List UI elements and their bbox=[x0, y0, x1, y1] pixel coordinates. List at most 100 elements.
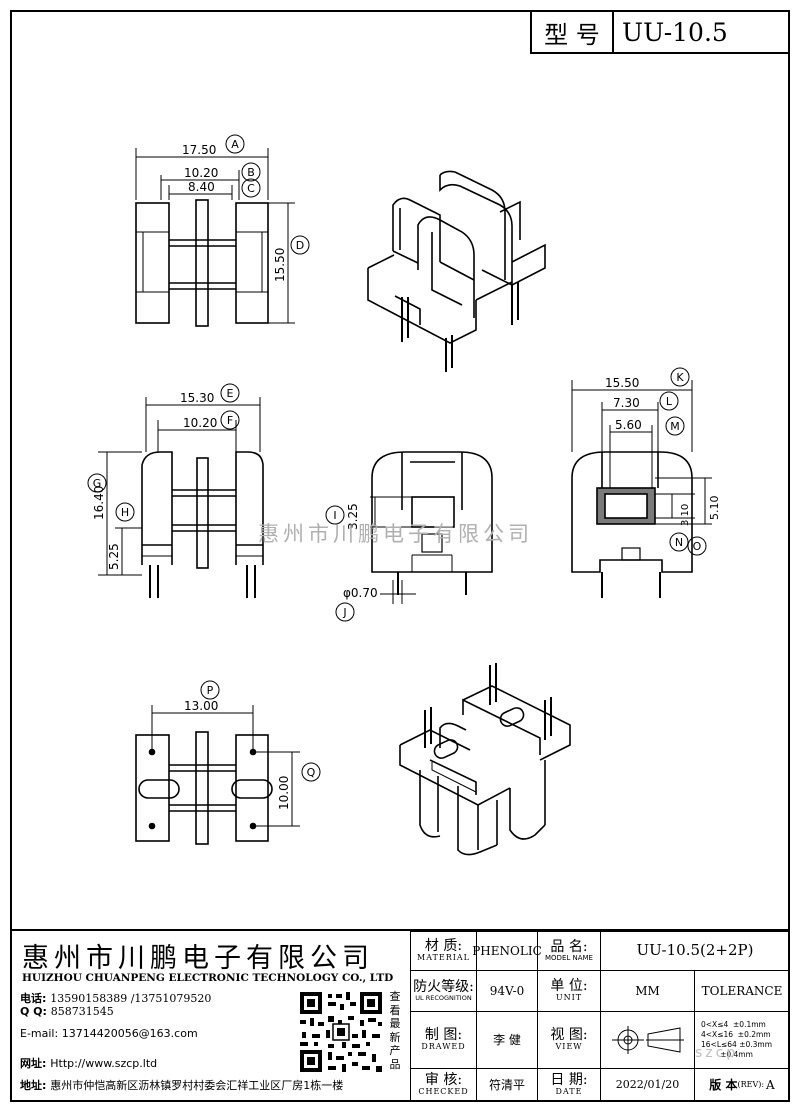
address-label: 地址: bbox=[20, 1079, 47, 1092]
qq-value: 858731545 bbox=[50, 1005, 114, 1018]
view-end bbox=[571, 451, 693, 598]
fire-label-cn: 防火等级: bbox=[413, 979, 474, 996]
drawn-value: 李 健 bbox=[493, 1032, 521, 1047]
dim-l-letter: L bbox=[666, 395, 673, 408]
dim-p-value: 13.00 bbox=[184, 699, 218, 713]
partname-label-cn: 品 名: bbox=[550, 938, 588, 955]
revision-small: (REV): bbox=[737, 1079, 765, 1089]
dim-k-value: 15.50 bbox=[605, 376, 639, 390]
dim-e-value: 15.30 bbox=[180, 391, 214, 405]
date-value-cell: 2022/01/20 bbox=[600, 1068, 695, 1102]
fire-label-cell: 防火等级: UL RECOGNITION bbox=[410, 970, 477, 1012]
dim-h-letter: H bbox=[121, 506, 129, 519]
fire-label-en: UL RECOGNITION bbox=[415, 993, 472, 1002]
unit-value-cell: MM bbox=[600, 970, 695, 1012]
tolerance-row: ±0.4mm bbox=[701, 1050, 753, 1060]
tolerance-label: TOLERANCE bbox=[701, 983, 783, 998]
partname-label-cell: 品 名: MODEL NAME bbox=[537, 931, 601, 971]
tolerance-label-cell: TOLERANCE bbox=[694, 970, 790, 1012]
web-value[interactable]: Http://www.szcp.ltd bbox=[50, 1057, 158, 1070]
revision-label: 版 本 bbox=[709, 1077, 738, 1092]
dim-b-value: 10.20 bbox=[184, 166, 218, 180]
partname-value: UU-10.5(2+2P) bbox=[636, 941, 754, 960]
check-label-cell: 审 核: CHECKED bbox=[410, 1068, 477, 1102]
dim-q-letter: Q bbox=[307, 766, 316, 779]
dim-m-value: 5.60 bbox=[615, 418, 642, 432]
qr-caption-char: 新 bbox=[389, 1030, 401, 1044]
dim-k-letter: K bbox=[676, 371, 684, 384]
address-value: 惠州市仲恺高新区沥林镇罗村村委会汇祥工业区厂房1栋一楼 bbox=[50, 1079, 344, 1092]
check-label-en: CHECKED bbox=[418, 1087, 469, 1097]
date-label-cn: 日 期: bbox=[550, 1072, 588, 1089]
view-top bbox=[135, 199, 269, 327]
unit-label-cn: 单 位: bbox=[550, 978, 588, 995]
first-angle-projection-icon bbox=[611, 1026, 684, 1054]
drawn-label-cell: 制 图: DRAWED bbox=[410, 1011, 477, 1069]
material-value-cell: PHENOLIC bbox=[472, 931, 542, 971]
date-label-en: DATE bbox=[555, 1087, 583, 1097]
view-label-cell: 视 图: VIEW bbox=[537, 1011, 601, 1069]
dim-o-letter: O bbox=[693, 540, 702, 553]
view-label-cn: 视 图: bbox=[550, 1027, 588, 1044]
model-label: 型 号 bbox=[544, 20, 600, 49]
check-value-cell: 符清平 bbox=[476, 1068, 538, 1102]
dim-g-letter: G bbox=[93, 477, 102, 490]
material-label-cn: 材 质: bbox=[424, 938, 463, 955]
qq-label: Q Q: bbox=[20, 1005, 47, 1018]
check-label-cn: 审 核: bbox=[424, 1072, 463, 1089]
dim-j-letter: J bbox=[342, 606, 346, 619]
dim-o-value: 5.10 bbox=[708, 496, 721, 521]
dim-f-value: 10.20 bbox=[183, 416, 217, 430]
unit-label-cell: 单 位: UNIT bbox=[537, 970, 601, 1012]
web-label: 网址: bbox=[20, 1057, 47, 1070]
model-label-cell: 型 号 bbox=[530, 10, 614, 54]
dim-n-value: 3.10 bbox=[680, 504, 691, 526]
dim-a-letter: A bbox=[231, 138, 239, 151]
dim-d-letter: D bbox=[296, 239, 304, 252]
dim-e-letter: E bbox=[227, 387, 234, 400]
partname-value-cell: UU-10.5(2+2P) bbox=[600, 931, 790, 971]
tolerance-row: 4<X≤16 ±0.2mm bbox=[701, 1029, 771, 1039]
dim-p-letter: P bbox=[207, 684, 214, 697]
footer-divider bbox=[10, 929, 790, 931]
dim-j-value: φ0.70 bbox=[343, 586, 378, 600]
material-label-cell: 材 质: MATERIAL bbox=[410, 931, 477, 971]
drawing-sheet-border bbox=[10, 10, 790, 1102]
dim-n-letter: N bbox=[675, 536, 683, 549]
drawn-label-cn: 制 图: bbox=[424, 1027, 463, 1044]
dim-h-value: 5.25 bbox=[107, 543, 121, 570]
tolerance-row: 16<L≤64 ±0.3mm bbox=[701, 1040, 773, 1049]
dim-b-letter: B bbox=[247, 166, 255, 179]
email-label: E-mail: bbox=[20, 1027, 59, 1040]
material-value: PHENOLIC bbox=[472, 943, 542, 958]
drawn-value-cell: 李 健 bbox=[476, 1011, 538, 1069]
footer-watermark: szcp bbox=[695, 1045, 739, 1061]
partname-label-en: MODEL NAME bbox=[545, 953, 593, 962]
qr-caption-char: 看 bbox=[389, 1003, 401, 1017]
qr-caption-char: 最 bbox=[389, 1017, 401, 1030]
email-value[interactable]: 13714420056@163.com bbox=[61, 1027, 198, 1040]
company-name-en: HUIZHOU CHUANPENG ELECTRONIC TECHNOLOGY … bbox=[22, 972, 394, 984]
dim-a-value: 17.50 bbox=[182, 143, 216, 157]
view-front bbox=[141, 451, 264, 598]
view-iso-lower bbox=[399, 663, 571, 856]
dim-i-value: 3.25 bbox=[346, 503, 360, 530]
view-iso-upper bbox=[367, 170, 546, 372]
qq-line: Q Q: 858731545 bbox=[20, 1005, 114, 1018]
dim-c-letter: C bbox=[247, 182, 255, 195]
date-value: 2022/01/20 bbox=[615, 1078, 680, 1092]
dim-q-value: 10.00 bbox=[277, 776, 291, 810]
dim-g-value: 16.40 bbox=[92, 486, 106, 520]
fire-value: 94V-0 bbox=[489, 983, 525, 998]
view-side bbox=[371, 451, 493, 595]
qr-code-icon[interactable] bbox=[298, 990, 384, 1074]
dim-l-value: 7.30 bbox=[613, 396, 640, 410]
watermark-text: 惠州市川鹏电子有限公司 bbox=[258, 522, 533, 546]
view-label-en: VIEW bbox=[555, 1042, 583, 1052]
unit-label-en: UNIT bbox=[555, 993, 583, 1003]
fire-value-cell: 94V-0 bbox=[476, 970, 538, 1012]
revision-cell: 版 本 (REV): A bbox=[694, 1068, 790, 1102]
unit-value: MM bbox=[635, 983, 660, 998]
qr-caption-char: 产 bbox=[389, 1044, 401, 1057]
view-bottom bbox=[135, 731, 273, 845]
